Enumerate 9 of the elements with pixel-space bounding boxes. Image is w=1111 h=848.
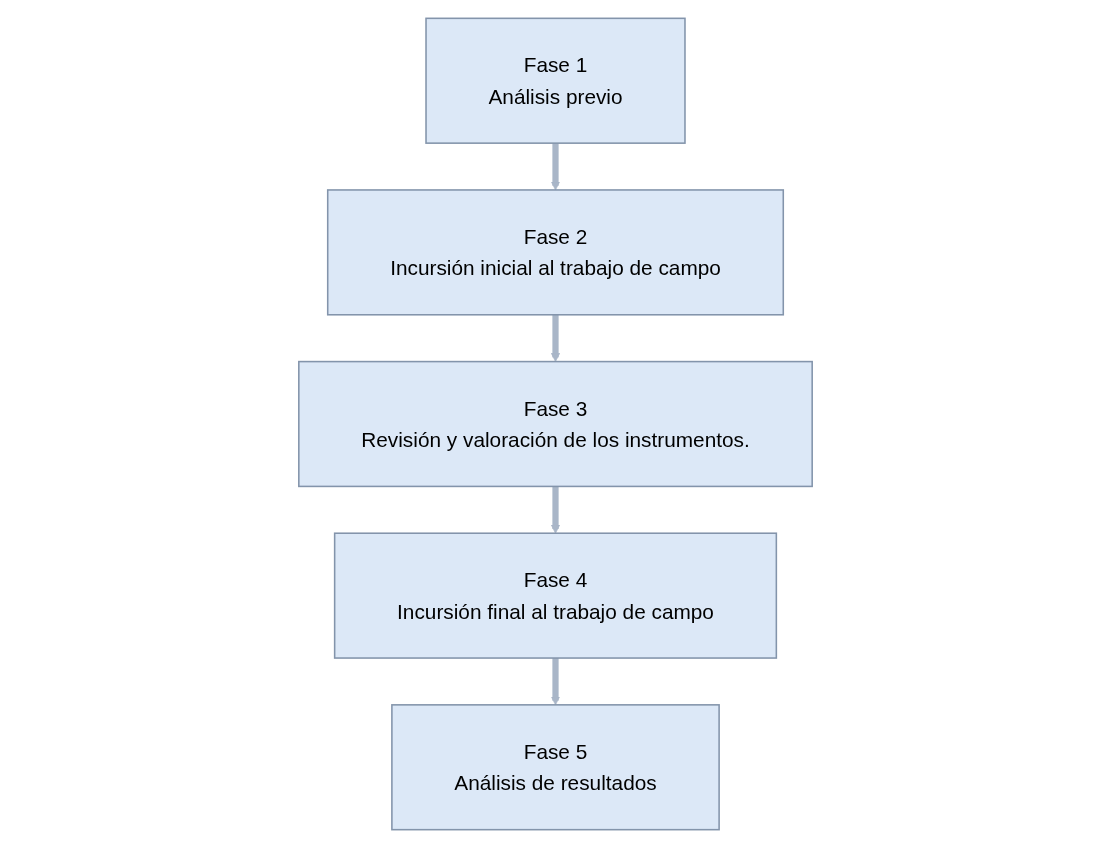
node-box: Fase 4 Incursión final al trabajo de campo xyxy=(333,532,778,659)
arrow xyxy=(550,143,561,191)
arrow xyxy=(550,486,561,534)
node-box: Fase 3 Revisión y valoración de los instrumentos. xyxy=(298,360,813,488)
arrow xyxy=(550,658,561,706)
node-box: Fase 5 Análisis de resultados xyxy=(391,704,720,831)
node-box: Fase 1 Análisis previo xyxy=(425,17,686,144)
node-box: Fase 2 Incursión inicial al trabajo de campo xyxy=(326,189,785,316)
arrow xyxy=(550,314,561,362)
